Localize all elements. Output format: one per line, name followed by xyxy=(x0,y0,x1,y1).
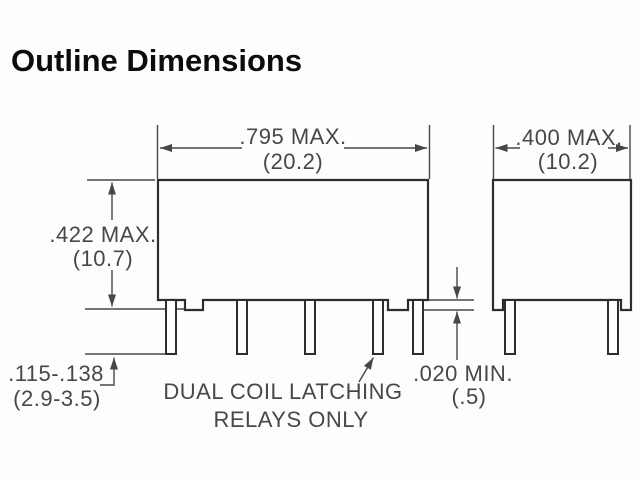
pin-length-leader-arrow xyxy=(100,357,118,386)
side-pin-1 xyxy=(504,299,516,355)
pin-length-mm-label: (2.9-3.5) xyxy=(13,386,101,411)
dimension-side-width: .400 MAX. (10.2) xyxy=(492,125,631,179)
note-line1-label: DUAL COIL LATCHING xyxy=(163,379,402,404)
page-title: Outline Dimensions xyxy=(11,43,302,78)
standoff-mm-label: (.5) xyxy=(452,384,487,409)
note-line2-label: RELAYS ONLY xyxy=(213,407,368,432)
side-pin-2 xyxy=(607,299,619,355)
front-view-outline xyxy=(156,178,430,312)
standoff-inches-label: .020 MIN. xyxy=(413,361,513,386)
front-pin-4-dual-coil xyxy=(372,299,384,355)
front-pin-5 xyxy=(412,299,424,355)
pin-length-inches-label: .115-.138 xyxy=(8,361,104,386)
dimension-front-height: .422 MAX. (10.7) xyxy=(49,179,156,307)
front-pin-3 xyxy=(304,299,316,355)
dimension-pin-length: .115-.138 (2.9-3.5) xyxy=(8,357,118,411)
front-width-inches-label: .795 MAX. xyxy=(239,124,346,149)
front-view xyxy=(85,178,430,355)
dual-coil-note: DUAL COIL LATCHING RELAYS ONLY xyxy=(163,357,402,432)
front-pin-1 xyxy=(165,299,177,355)
side-view xyxy=(491,178,633,355)
front-height-inches-label: .422 MAX. xyxy=(49,222,156,247)
front-width-mm-label: (20.2) xyxy=(263,149,323,174)
side-width-mm-label: (10.2) xyxy=(538,149,598,174)
note-leader-arrow xyxy=(358,357,375,383)
front-height-mm-label: (10.7) xyxy=(73,246,133,271)
dimension-front-width: .795 MAX. (20.2) xyxy=(156,124,431,179)
front-pin-2 xyxy=(236,299,248,355)
side-view-outline xyxy=(491,178,633,312)
side-width-inches-label: .400 MAX. xyxy=(515,125,622,150)
dimension-standoff: .020 MIN. (.5) xyxy=(413,267,513,409)
